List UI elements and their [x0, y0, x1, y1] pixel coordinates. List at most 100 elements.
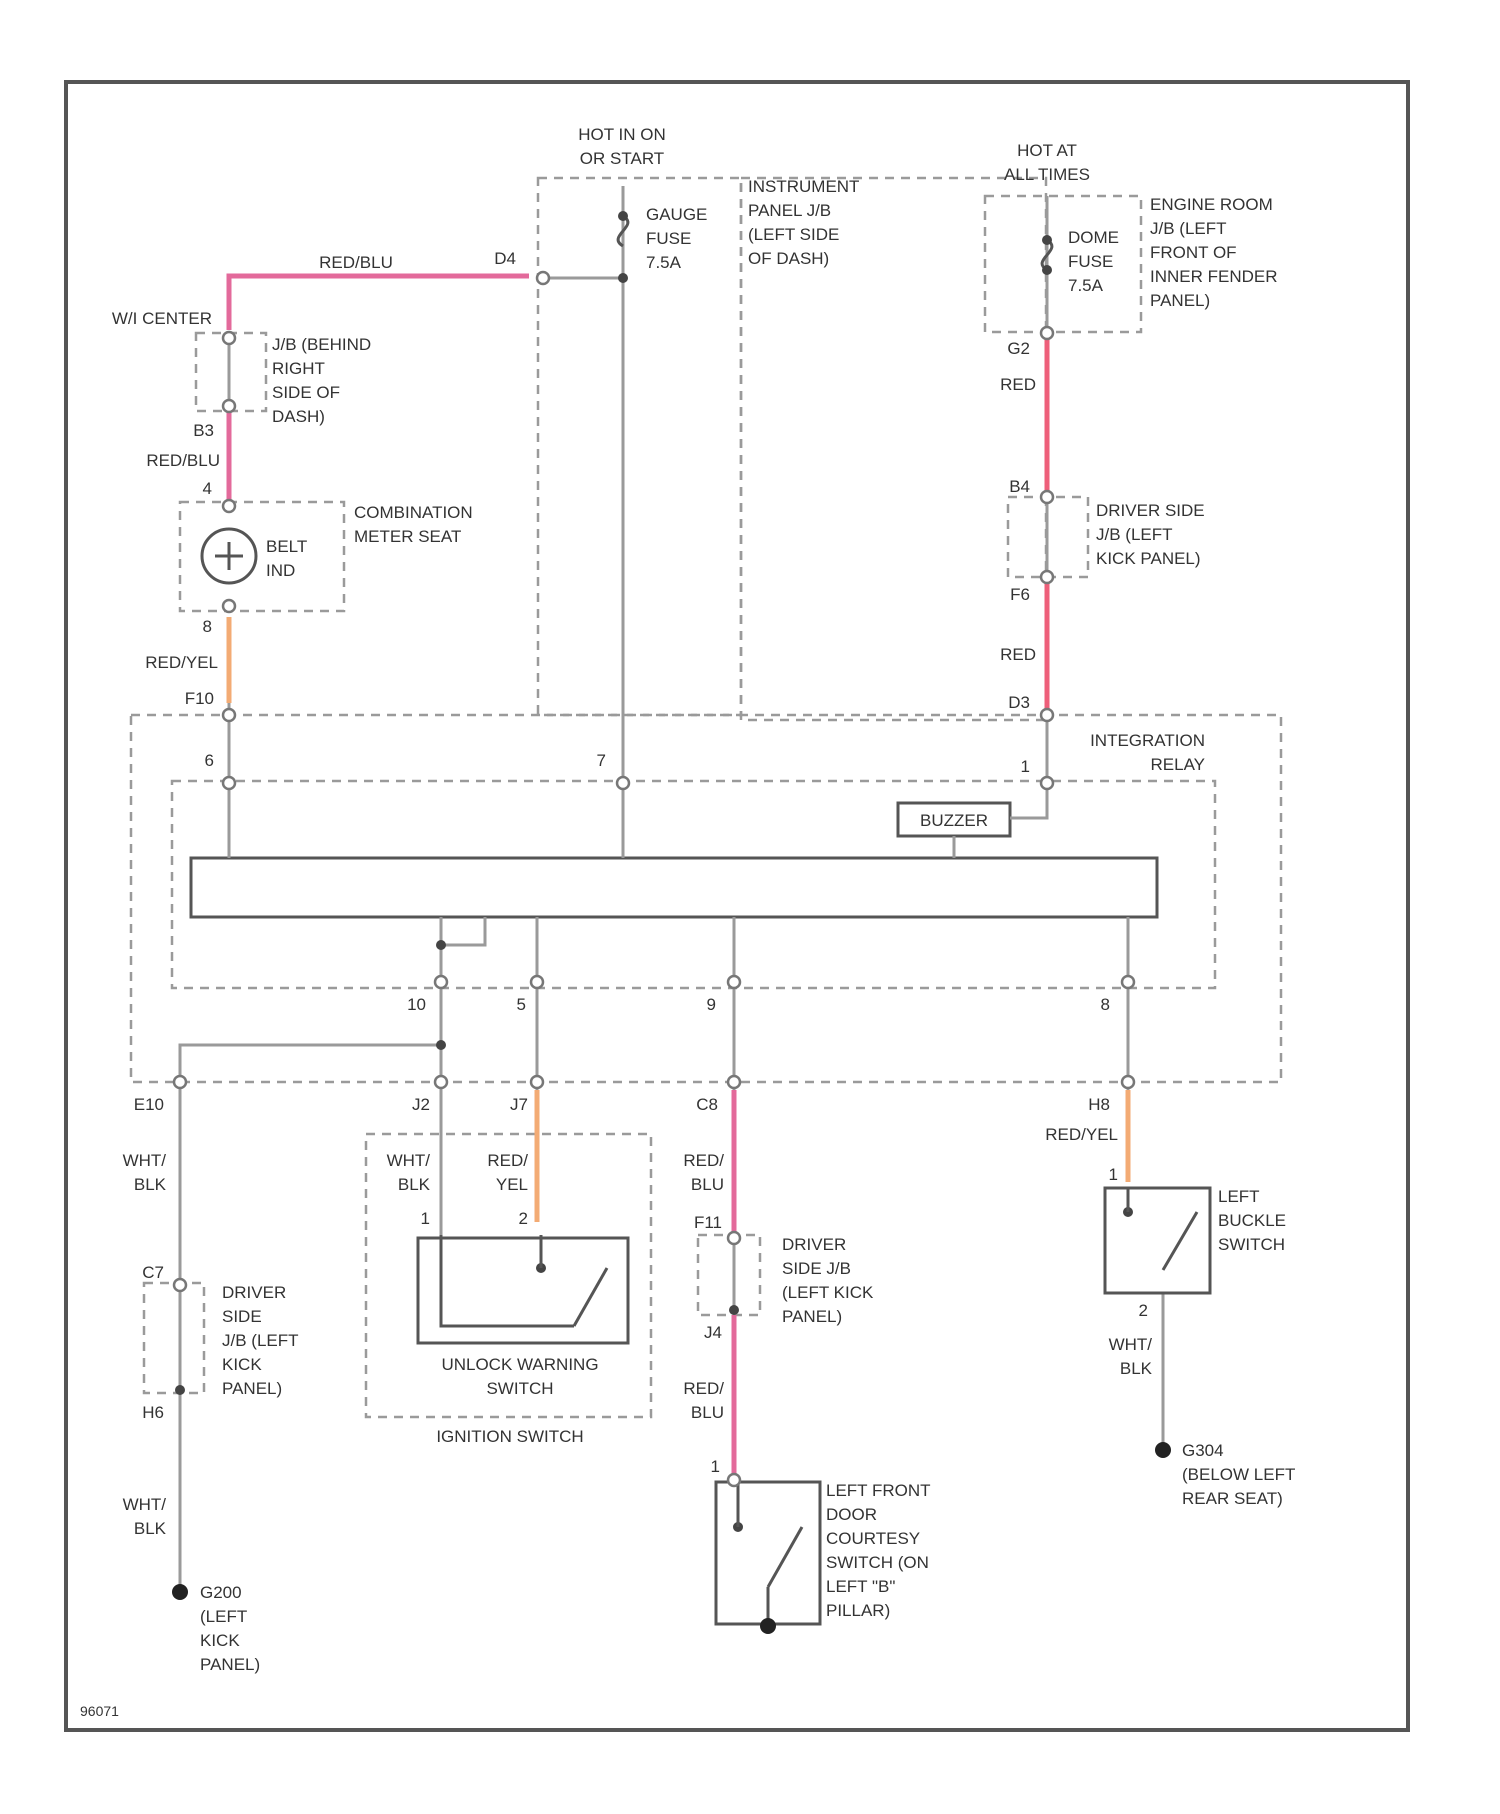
- node-d3: [1041, 709, 1053, 721]
- buckle-switch-label-1: LEFT: [1218, 1187, 1260, 1206]
- wire-label-red-upper: RED: [1000, 375, 1036, 394]
- conn-pin1-relay: 1: [1021, 757, 1030, 776]
- node-pin1-relay: [1041, 777, 1053, 789]
- node-f6: [1041, 571, 1053, 583]
- buckle-switch-label-2: BUCKLE: [1218, 1211, 1286, 1230]
- conn-splice: W/I CENTER: [112, 309, 212, 328]
- dome-fuse-label-2: FUSE: [1068, 252, 1113, 271]
- gauge-fuse-label-2: FUSE: [646, 229, 691, 248]
- wire-label-wht-blk-h6-2: BLK: [134, 1519, 167, 1538]
- wire-pin10-loop: [441, 917, 485, 945]
- conn-j7: J7: [510, 1095, 528, 1114]
- ds-jb-ground-label-4: KICK: [222, 1355, 262, 1374]
- buckle-switch-box: [1105, 1188, 1210, 1293]
- bd-jb-label-1: J/B (BEHIND: [272, 335, 371, 354]
- node-splice-a: [436, 940, 446, 950]
- buzzer-label: BUZZER: [920, 811, 988, 830]
- door-switch-label-6: PILLAR): [826, 1601, 890, 1620]
- door-switch-label-5: LEFT "B": [826, 1577, 895, 1596]
- ground-left-label-3: KICK: [200, 1631, 240, 1650]
- node-b4: [1041, 491, 1053, 503]
- conn-pin2-buckle: 2: [1139, 1301, 1148, 1320]
- bd-jb-label-4: DASH): [272, 407, 325, 426]
- wire-label-wht-blk-e10-1: WHT/: [123, 1151, 167, 1170]
- ground-left-label-2: (LEFT: [200, 1607, 247, 1626]
- wire-label-wht-blk-j2-1: WHT/: [387, 1151, 431, 1170]
- hot-run-line1: HOT IN ON: [578, 125, 666, 144]
- node-h8: [1122, 1076, 1134, 1088]
- combination-meter-label-2: METER SEAT: [354, 527, 461, 546]
- er-jb-label-3: FRONT OF: [1150, 243, 1237, 262]
- ground-rear-seat-icon: [1155, 1442, 1171, 1458]
- conn-b4: B4: [1009, 477, 1030, 496]
- ground-rear-label-1: G304: [1182, 1441, 1224, 1460]
- integration-relay-bar: [191, 858, 1157, 917]
- wire-label-red-yel-lamp: RED/YEL: [145, 653, 218, 672]
- node-e10: [174, 1076, 186, 1088]
- wire-label-red-lower: RED: [1000, 645, 1036, 664]
- ignition-switch-label: IGNITION SWITCH: [436, 1427, 583, 1446]
- buckle-switch-label-3: SWITCH: [1218, 1235, 1285, 1254]
- conn-b3: B3: [193, 421, 214, 440]
- integration-relay-label-1: INTEGRATION: [1090, 731, 1205, 750]
- ds-jb-door-label-1: DRIVER: [782, 1235, 846, 1254]
- ds-jb-upper-label-1: DRIVER SIDE: [1096, 501, 1205, 520]
- combination-meter-label-1: COMBINATION: [354, 503, 473, 522]
- node-c8: [728, 1076, 740, 1088]
- conn-c7: C7: [142, 1263, 164, 1282]
- node-door-pin1: [728, 1474, 740, 1486]
- node-splice-b: [436, 1040, 446, 1050]
- ds-jb-upper-label-3: KICK PANEL): [1096, 549, 1201, 568]
- ip-jb-label-3: (LEFT SIDE: [748, 225, 839, 244]
- conn-pin2-unlock: 2: [519, 1209, 528, 1228]
- door-jb-box: [698, 1235, 760, 1315]
- conn-pin1-unlock: 1: [421, 1209, 430, 1228]
- door-switch-label-1: LEFT FRONT: [826, 1481, 931, 1500]
- door-switch-label-4: SWITCH (ON: [826, 1553, 929, 1572]
- node-pin4: [223, 500, 235, 512]
- node-splice: [223, 332, 235, 344]
- ground-rear-label-3: REAR SEAT): [1182, 1489, 1283, 1508]
- node-pin5: [531, 976, 543, 988]
- bd-jb-label-3: SIDE OF: [272, 383, 340, 402]
- node-j2: [435, 1076, 447, 1088]
- wire-label-red-yel-unlock-2: YEL: [496, 1175, 528, 1194]
- conn-d3: D3: [1008, 693, 1030, 712]
- conn-g2: G2: [1007, 339, 1030, 358]
- er-jb-label-5: PANEL): [1150, 291, 1210, 310]
- wire-label-wht-blk-e10-2: BLK: [134, 1175, 167, 1194]
- node-f10: [223, 709, 235, 721]
- ground-left-kick-icon: [172, 1584, 188, 1600]
- conn-e10: E10: [134, 1095, 164, 1114]
- node-pin8-relay: [1122, 976, 1134, 988]
- figure-id: 96071: [80, 1703, 119, 1719]
- conn-j4: J4: [704, 1323, 722, 1342]
- node-j7: [531, 1076, 543, 1088]
- node-h6: [175, 1385, 185, 1395]
- wire-label-red-blu-door-b-1: RED/: [683, 1379, 724, 1398]
- node-f11: [728, 1232, 740, 1244]
- wire-label-red-yel-unlock-1: RED/: [487, 1151, 528, 1170]
- ground-door-switch-icon: [760, 1618, 776, 1634]
- ground-jb-box: [144, 1283, 204, 1393]
- ds-jb-ground-label-2: SIDE: [222, 1307, 262, 1326]
- wire-label-wht-blk-j2-2: BLK: [398, 1175, 431, 1194]
- wire-red-blu-top: [229, 276, 529, 330]
- ds-jb-ground-label-1: DRIVER: [222, 1283, 286, 1302]
- conn-pin8-relay: 8: [1101, 995, 1110, 1014]
- wire-label-wht-blk-buckle-2: BLK: [1120, 1359, 1153, 1378]
- hot-always-line2: ALL TIMES: [1004, 165, 1090, 184]
- ground-left-label-4: PANEL): [200, 1655, 260, 1674]
- belt-ind-label-1: BELT: [266, 537, 307, 556]
- wire-label-red-blu-door-a-1: RED/: [683, 1151, 724, 1170]
- door-switch-label-3: COURTESY: [826, 1529, 920, 1548]
- node-fuse-bottom: [618, 273, 628, 283]
- conn-j2: J2: [412, 1095, 430, 1114]
- wire-label-red-yel-buckle: RED/YEL: [1045, 1125, 1118, 1144]
- ds-jb-ground-label-3: J/B (LEFT: [222, 1331, 299, 1350]
- ip-jb-label-2: PANEL J/B: [748, 201, 831, 220]
- node-dome-bottom: [1042, 265, 1052, 275]
- ds-jb-door-label-3: (LEFT KICK: [782, 1283, 874, 1302]
- ds-jb-door-label-2: SIDE J/B: [782, 1259, 851, 1278]
